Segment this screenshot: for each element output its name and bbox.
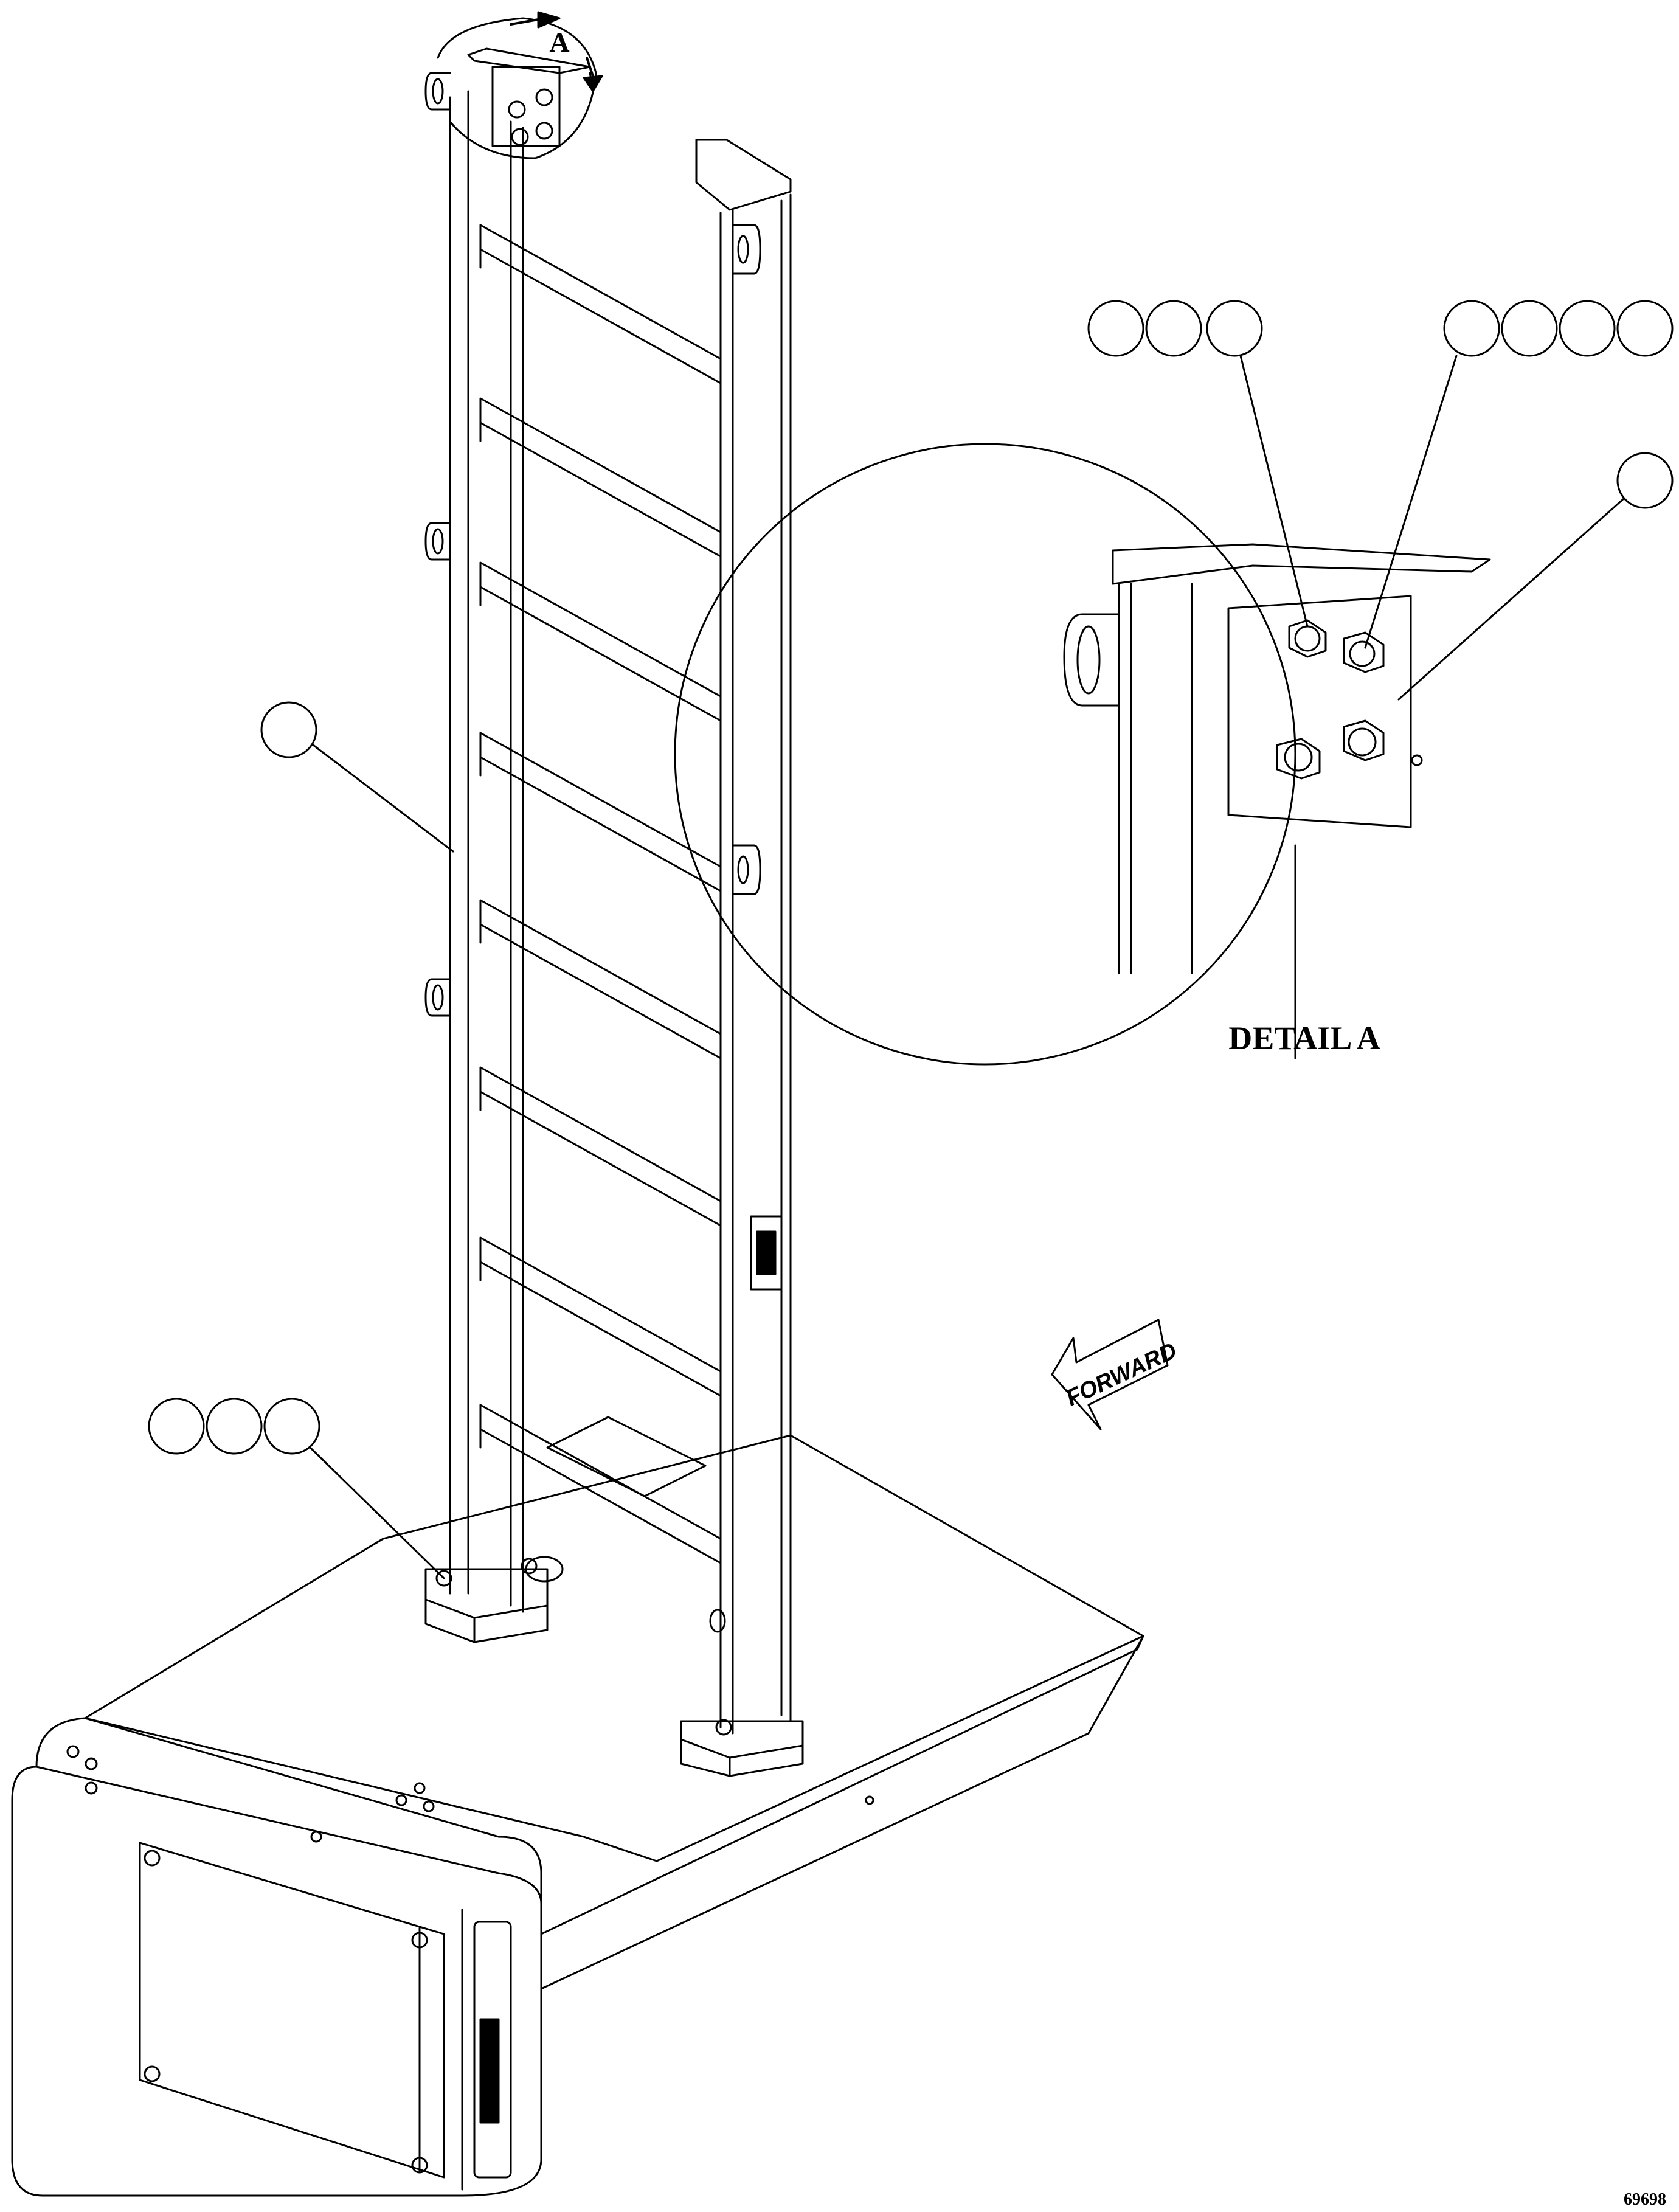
detail-caption: DETAIL A (1228, 1020, 1380, 1056)
detail-arrow-side (586, 57, 594, 77)
callout-balloon (148, 1398, 205, 1455)
detail-indicator-circle (437, 17, 597, 159)
detail-arrow-top (510, 18, 539, 26)
callout-balloon (1145, 300, 1202, 357)
forward-arrow (1051, 1319, 1169, 1430)
drawing-number: 69698 (1624, 2190, 1666, 2209)
callout-leader (1397, 498, 1625, 701)
callout-balloon (1501, 300, 1558, 357)
callout-group-ladder-rail (260, 701, 454, 853)
callout-leader (1364, 355, 1458, 649)
callout-balloon (1616, 300, 1674, 357)
callout-leader (312, 744, 454, 853)
callout-balloon (1206, 300, 1263, 357)
callout-group-detail-bolts (1087, 300, 1309, 628)
detail-arrowhead-side (583, 75, 603, 92)
callout-balloon (206, 1398, 263, 1455)
detail-a-view (674, 443, 1491, 1066)
base-platform (11, 1416, 1144, 2197)
callout-balloon (1087, 300, 1144, 357)
ladder (424, 72, 804, 1777)
callout-balloon (1443, 300, 1500, 357)
callout-balloon (260, 701, 317, 758)
detail-arrowhead-top (537, 11, 561, 29)
callout-group-detail-nuts (1364, 300, 1674, 649)
forward-label: FORWARD (1062, 1338, 1181, 1412)
callout-group-base-bolts (148, 1398, 445, 1579)
callout-balloon (1559, 300, 1616, 357)
detail-indicator-letter: A (549, 27, 569, 58)
callout-group-detail-bracket (1397, 452, 1674, 701)
callout-leader (1239, 355, 1309, 628)
callout-balloon (263, 1398, 320, 1455)
callout-balloon (1616, 452, 1674, 509)
callout-leader (309, 1446, 445, 1579)
